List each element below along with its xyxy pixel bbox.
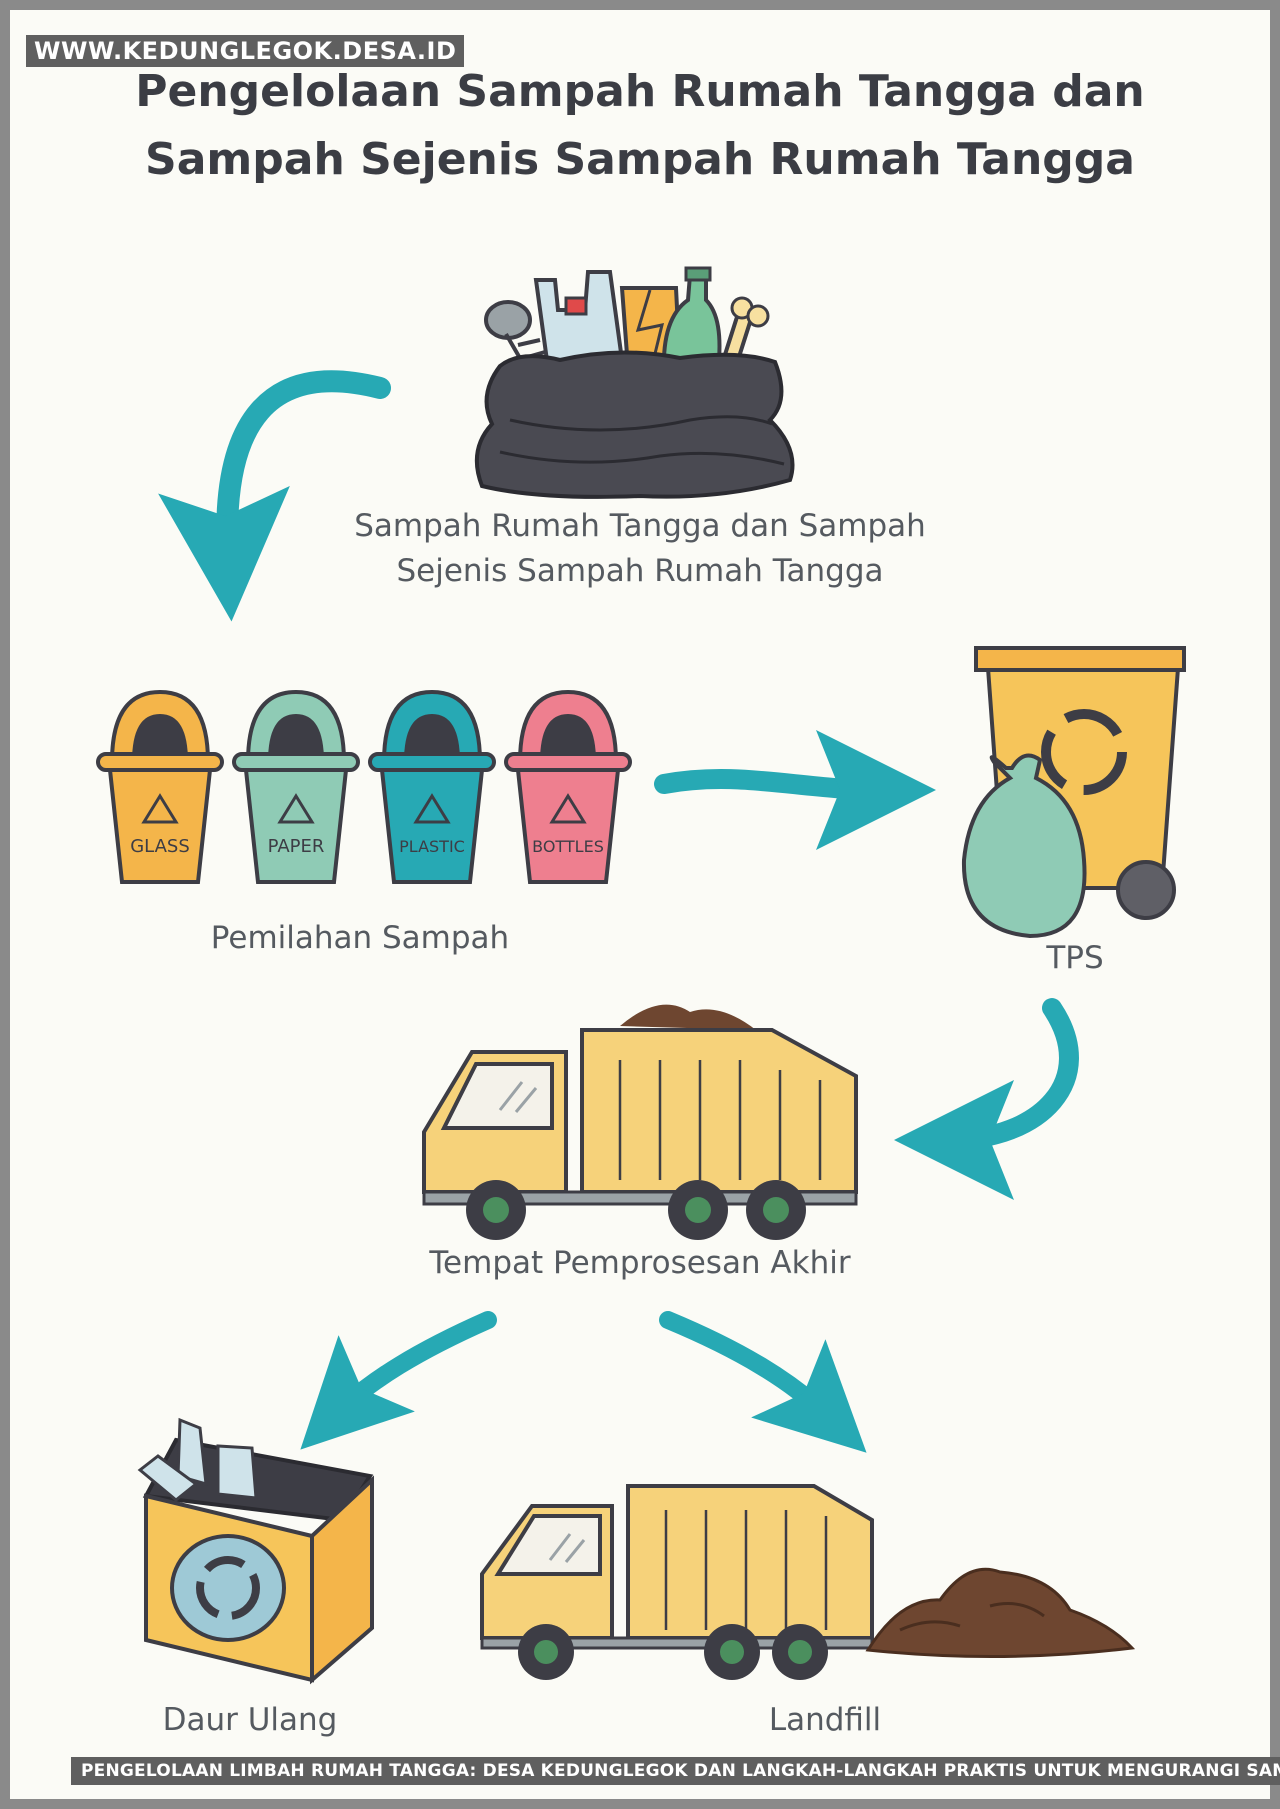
bin-label-bottles: BOTTLES (532, 837, 604, 856)
bin-label-plastic: PLASTIC (399, 837, 465, 856)
arrow-tps-to-tpa (894, 998, 1079, 1200)
label-source-line-1: Sampah Rumah Tangga dan Sampah (354, 508, 926, 544)
bin-label-paper: PAPER (268, 836, 325, 857)
bottle-icon (137, 1454, 199, 1502)
recycle-icon (277, 793, 315, 824)
recycle-box-icon (137, 1417, 374, 1685)
truck-landfill-icon (480, 1484, 874, 1680)
recycle-icon (549, 793, 587, 824)
soil-icon (620, 1004, 756, 1030)
bin-glass: GLASS (96, 689, 224, 884)
recycle-icon (413, 793, 451, 824)
bin-bottles: BOTTLES (504, 689, 632, 884)
soil-pile-icon (865, 1567, 1136, 1659)
bone-icon (721, 296, 770, 371)
tps-dumpster-icon (961, 646, 1186, 939)
bottle-icon (176, 1417, 208, 1487)
page-title-line-2: Sampah Sejenis Sampah Rumah Tangga (145, 134, 1135, 185)
arrow-sorting-to-tps (654, 729, 936, 850)
recycle-icon (1041, 709, 1127, 795)
garbage-sack-icon (961, 753, 1087, 939)
recycle-icon (170, 1534, 286, 1642)
bottle-icon (661, 266, 722, 375)
arrow-source-to-sorting (158, 370, 391, 622)
bin-paper: PAPER (232, 689, 360, 884)
label-recycle: Daur Ulang (162, 1702, 338, 1738)
label-tps: TPS (1046, 940, 1104, 976)
garbage-bag-icon (474, 266, 795, 499)
label-tpa: Tempat Pemprosesan Akhir (429, 1245, 851, 1281)
truck-tpa-icon (422, 1004, 858, 1240)
arrow-tpa-to-landfill (659, 1311, 867, 1453)
recycle-icon (141, 793, 179, 824)
watermark-website: WWW.KEDUNGLEGOK.DESA.ID (26, 35, 465, 67)
bin-label-glass: GLASS (130, 836, 190, 857)
bin-plastic: PLASTIC (368, 689, 496, 884)
label-sorting: Pemilahan Sampah (210, 920, 510, 956)
label-landfill: Landfill (768, 1702, 882, 1738)
arrow-tpa-to-recycle (300, 1311, 497, 1450)
bottle-icon (216, 1444, 258, 1500)
page-title-line-1: Pengelolaan Sampah Rumah Tangga dan (135, 66, 1145, 117)
watermark-caption: PENGELOLAAN LIMBAH RUMAH TANGGA: DESA KE… (71, 1757, 1280, 1785)
label-source-line-2: Sejenis Sampah Rumah Tangga (396, 553, 884, 589)
